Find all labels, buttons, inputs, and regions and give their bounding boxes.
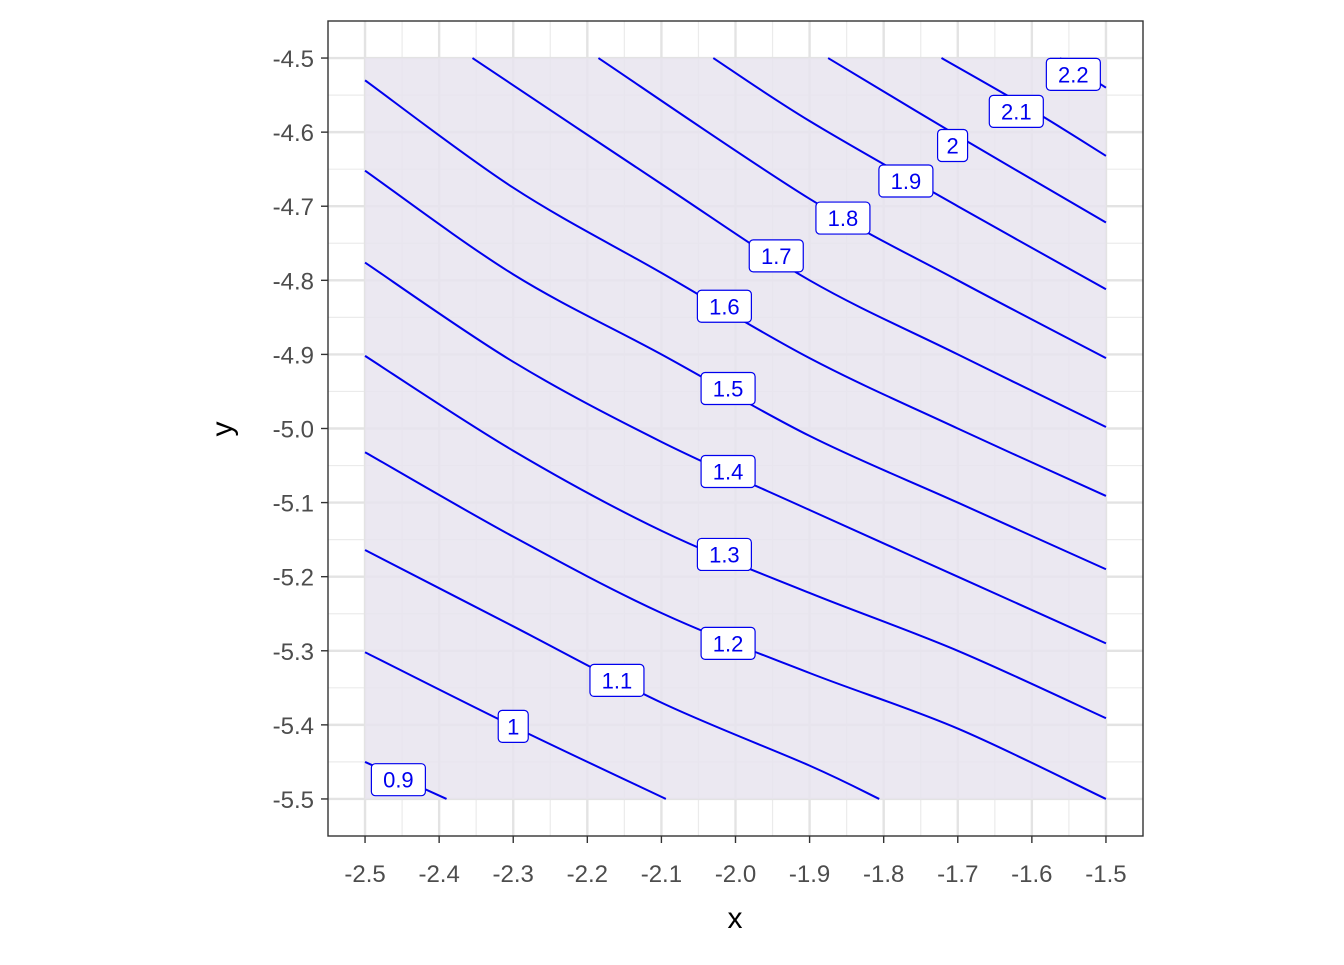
contour-label: 1.7 (761, 244, 792, 269)
contour-label-box (700, 454, 756, 489)
contour-label-box (589, 663, 645, 698)
x-tick-label: -1.7 (937, 861, 978, 888)
x-tick-label: -2.2 (567, 861, 608, 888)
x-tick-label: -1.9 (789, 861, 830, 888)
x-tick-label: -2.0 (715, 861, 756, 888)
data-region (365, 58, 1106, 799)
y-tick-label: -5.5 (273, 787, 314, 814)
contour-label-box (988, 94, 1044, 128)
x-tick-label: -2.3 (493, 861, 534, 888)
contour-label: 2 (946, 133, 958, 158)
contour-line (471, 57, 1107, 428)
contour-label-box (936, 128, 969, 163)
contour-label: 2.2 (1058, 62, 1089, 87)
y-axis: -4.5 -4.6 -4.7 -4.8 -4.9 -5.0 -5.1 -5.2 -5.3 -5.4… (273, 46, 328, 814)
contour-line (597, 57, 1107, 359)
contour-labels: 0.9 1 1.1 1.2 1.3 1.4 1.5 1.6 1.7 1.8 1.9 2 2.1 2.2 (370, 57, 1101, 797)
y-tick-label: -4.6 (273, 120, 314, 147)
y-tick-label: -5.2 (273, 565, 314, 592)
x-tick-label: -1.5 (1085, 861, 1126, 888)
contour-label-box (497, 709, 529, 743)
y-tick-label: -5.1 (273, 491, 314, 518)
contour-label: 1.1 (602, 668, 633, 693)
contour-label-box (748, 239, 804, 273)
x-tick-label: -1.6 (1011, 861, 1052, 888)
y-tick-label: -5.0 (273, 417, 314, 444)
contour-label-box (700, 371, 756, 406)
contour-label-box (815, 201, 871, 235)
contour-label: 1.3 (709, 542, 740, 567)
contour-label-box (1045, 57, 1101, 91)
contour-label-box (370, 763, 426, 797)
contour-label: 1.5 (713, 376, 744, 401)
x-tick-label: -1.8 (863, 861, 904, 888)
y-tick-label: -4.8 (273, 268, 314, 295)
x-axis: -2.5 -2.4 -2.3 -2.2 -2.1 -2.0 -1.9 -1.8 -1.7 -1.6… (344, 836, 1127, 888)
contour-label: 1.8 (828, 206, 859, 231)
x-tick-label: -2.1 (641, 861, 682, 888)
contour-label: 1.2 (713, 631, 744, 656)
contour-label: 1.4 (713, 459, 744, 484)
contour-label: 0.9 (383, 768, 414, 793)
y-tick-label: -5.4 (273, 713, 314, 740)
contour-label-box (700, 626, 756, 660)
y-tick-label: -4.5 (273, 46, 314, 73)
contour-label: 2.1 (1001, 99, 1032, 124)
contour-label: 1 (507, 714, 519, 739)
x-tick-label: -2.4 (418, 861, 459, 888)
y-tick-label: -4.7 (273, 194, 314, 221)
x-axis-label: x (728, 902, 743, 935)
contour-label-box (878, 164, 934, 198)
y-tick-label: -5.3 (273, 639, 314, 666)
y-tick-label: -4.9 (273, 342, 314, 369)
x-tick-label: -2.5 (344, 861, 385, 888)
contour-label: 1.6 (709, 294, 740, 319)
contour-label-box (696, 537, 752, 572)
y-axis-label: y (206, 422, 239, 437)
contour-line (364, 549, 880, 800)
contour-label-box (696, 289, 752, 323)
contour-label: 1.9 (891, 169, 922, 194)
